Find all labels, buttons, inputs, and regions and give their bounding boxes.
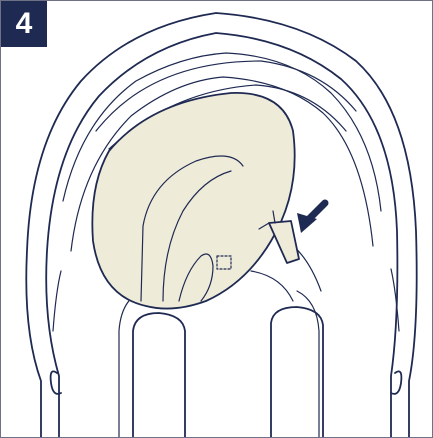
step-number-badge: 4	[1, 1, 47, 47]
shoulder-pad-left-icon	[133, 313, 185, 437]
shoulder-pad-right-icon	[271, 307, 323, 437]
indicator-arrow-icon	[297, 203, 325, 233]
